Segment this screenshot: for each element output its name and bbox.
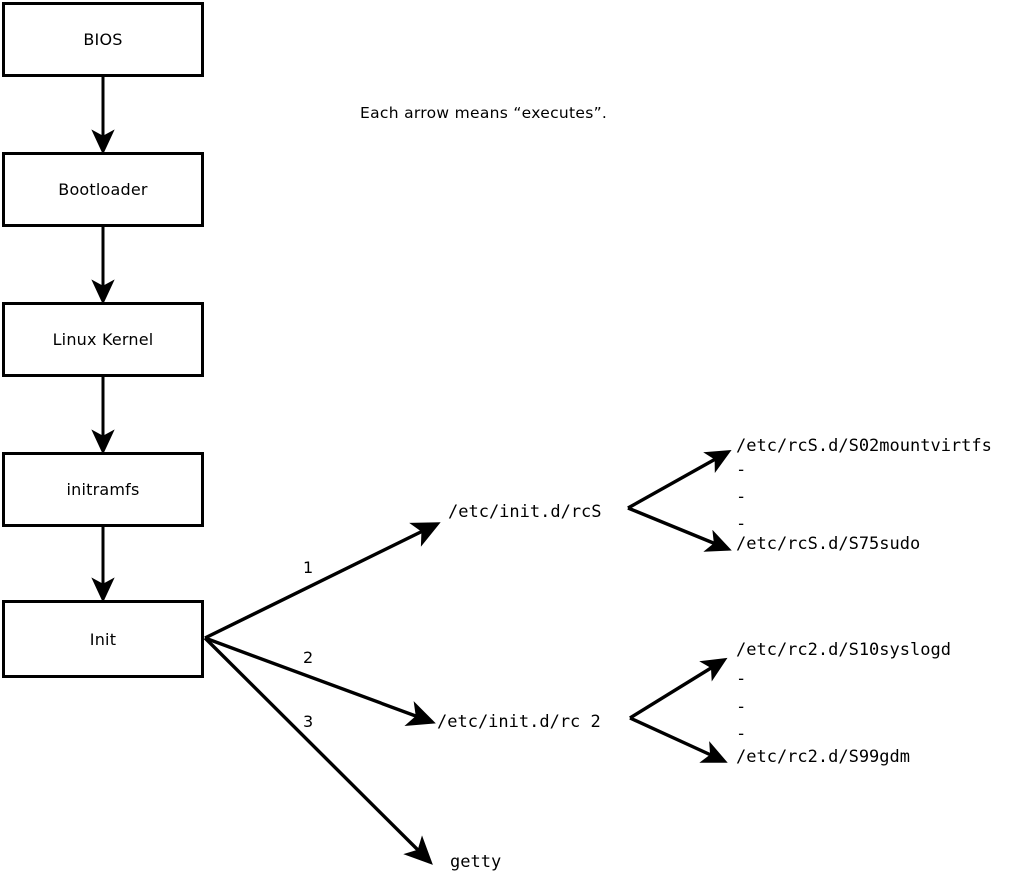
arrow-rc2-group-last — [629, 716, 728, 763]
arrow-init-branch-2 — [204, 636, 436, 726]
script-node-getty[interactable]: getty — [450, 852, 502, 872]
arrow-rcs-group-first — [627, 450, 732, 510]
process-box-initramfs[interactable]: initramfs — [2, 452, 204, 527]
ellipsis-dash: - — [736, 669, 747, 689]
ellipsis-dash: - — [736, 697, 747, 717]
script-node-rcs[interactable]: /etc/init.d/rcS — [448, 502, 602, 522]
process-box-label: BIOS — [83, 30, 123, 49]
branch-number-1: 1 — [303, 558, 314, 577]
legend-caption: Each arrow means “executes”. — [360, 104, 608, 122]
leaf-label-s99gdm[interactable]: /etc/rc2.d/S99gdm — [736, 747, 910, 767]
process-box-label: Linux Kernel — [52, 330, 154, 349]
leaf-label-s75sudo[interactable]: /etc/rcS.d/S75sudo — [736, 534, 921, 554]
ellipsis-dash: - — [736, 724, 747, 744]
group-fan-arrows — [627, 450, 732, 763]
arrow-rcs-group-last — [627, 506, 732, 552]
arrow-init-branch-1 — [204, 522, 441, 640]
process-box-label: Init — [89, 629, 117, 649]
branch-number-2: 2 — [303, 648, 314, 667]
ellipsis-dash: - — [736, 487, 747, 507]
script-node-rc2[interactable]: /etc/init.d/rc 2 — [437, 712, 601, 732]
process-box-bootloader[interactable]: Bootloader — [2, 152, 204, 227]
init-fan-arrows — [203, 522, 441, 865]
arrow-init-branch-3 — [203, 636, 433, 865]
branch-number-3: 3 — [303, 712, 314, 731]
process-box-bios[interactable]: BIOS — [2, 2, 204, 77]
ellipsis-dash: - — [736, 460, 747, 480]
leaf-label-s10syslogd[interactable]: /etc/rc2.d/S10syslogd — [736, 640, 951, 660]
process-box-label: initramfs — [66, 480, 140, 499]
process-box-label: Bootloader — [58, 180, 148, 199]
arrow-rc2-group-first — [629, 657, 728, 720]
ellipsis-dash: - — [736, 514, 747, 534]
process-box-init[interactable]: Init — [2, 600, 204, 678]
process-box-linux-kernel[interactable]: Linux Kernel — [2, 302, 204, 377]
leaf-label-s02mountvirtfs[interactable]: /etc/rcS.d/S02mountvirtfs — [736, 436, 992, 456]
